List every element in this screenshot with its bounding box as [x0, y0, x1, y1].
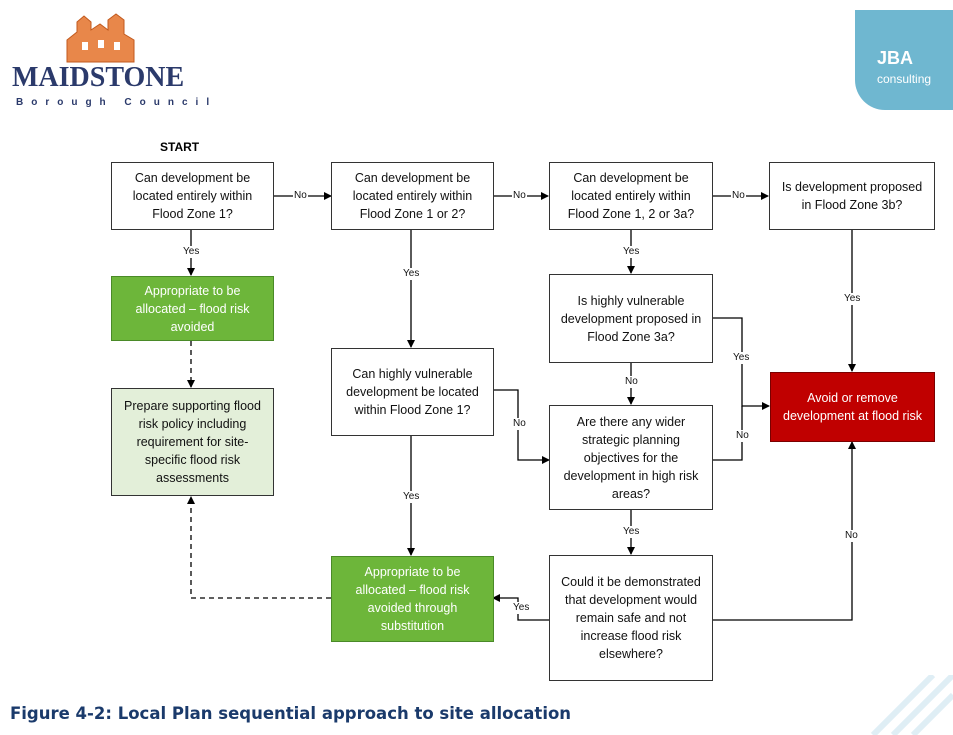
prepare-flood-risk-policy: Prepare supporting flood risk policy inc…	[111, 388, 274, 496]
label-no-wider: No	[735, 430, 750, 442]
q-remain-safe: Could it be demonstrated that developmen…	[549, 555, 713, 681]
label-yes-safe: Yes	[512, 602, 531, 614]
label-no-q3-q4: No	[731, 190, 746, 202]
arrow-qwider-avoid	[713, 406, 743, 461]
arrow-approp2-prepare	[187, 496, 331, 599]
arrow-qsafe-avoid	[713, 441, 856, 621]
label-no-safe: No	[844, 530, 859, 542]
q-flood-zone-3b: Is development proposed in Flood Zone 3b…	[769, 162, 935, 230]
q-flood-zone-1-or-2: Can development be located entirely with…	[331, 162, 494, 230]
label-no-hv1: No	[512, 418, 527, 430]
label-no-hv3a: No	[624, 376, 639, 388]
q-highly-vulnerable-zone-1: Can highly vulnerable development be loc…	[331, 348, 494, 436]
label-yes-wider: Yes	[622, 526, 641, 538]
label-no-q2-q3: No	[512, 190, 527, 202]
q-flood-zone-1-2-or-3a: Can development be located entirely with…	[549, 162, 713, 230]
jba-logo: JBA consulting	[855, 10, 953, 110]
appropriate-flood-risk-avoided: Appropriate to be allocated – flood risk…	[111, 276, 274, 341]
q-highly-vulnerable-zone-3a: Is highly vulnerable development propose…	[549, 274, 713, 363]
label-yes-q2: Yes	[402, 268, 421, 280]
start-label: START	[160, 140, 200, 154]
jba-logo-text: JBA	[877, 48, 914, 68]
maidstone-logo-text: MAIDSTONE	[12, 62, 185, 93]
appropriate-through-substitution: Appropriate to be allocated – flood risk…	[331, 556, 494, 642]
label-no-q1-q2: No	[293, 190, 308, 202]
maidstone-crest-icon	[66, 13, 135, 63]
q-flood-zone-1: Can development be located entirely with…	[111, 162, 274, 230]
avoid-remove-development: Avoid or remove development at flood ris…	[770, 372, 935, 442]
decorative-stripes	[870, 675, 953, 735]
label-yes-q4: Yes	[843, 293, 862, 305]
label-yes-hv3a: Yes	[732, 352, 751, 364]
label-yes-q1: Yes	[182, 246, 201, 258]
q-wider-strategic-objectives: Are there any wider strategic planning o…	[549, 405, 713, 510]
label-yes-hv1: Yes	[402, 491, 421, 503]
borough-council-text: Borough Council	[16, 97, 218, 108]
label-yes-q3: Yes	[622, 246, 641, 258]
jba-consulting-text: consulting	[877, 72, 932, 86]
figure-caption: Figure 4-2: Local Plan sequential approa…	[10, 704, 572, 723]
